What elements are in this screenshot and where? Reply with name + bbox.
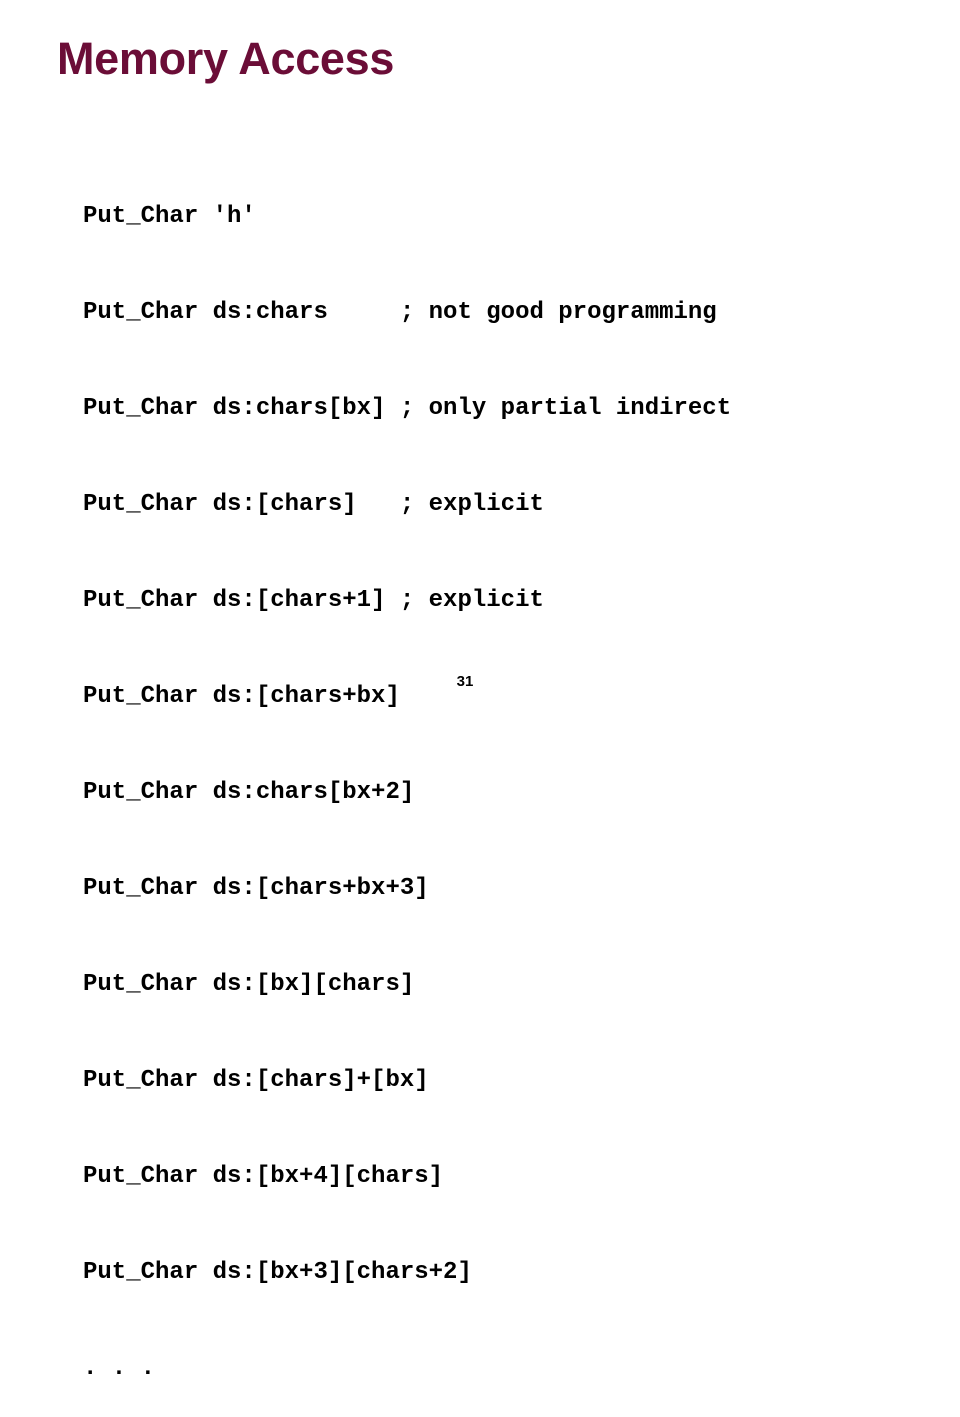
- code-line: Put_Char ds:[chars+bx+3]: [83, 875, 429, 902]
- page-number: 31: [456, 673, 474, 690]
- ellipsis-line: . . .: [83, 1355, 156, 1382]
- code-line: Put_Char ds:[chars] ; explicit: [83, 491, 544, 518]
- slide-title: Memory Access: [57, 33, 395, 84]
- code-line: Put_Char 'h': [83, 203, 256, 230]
- code-line: Put_Char ds:[bx+3][chars+2]: [83, 1259, 472, 1286]
- code-line: Put_Char ds:chars[bx] ; only partial ind…: [83, 395, 732, 422]
- code-line: Put_Char ds:[bx][chars]: [83, 971, 415, 998]
- code-line: Put_Char ds:[bx+4][chars]: [83, 1163, 444, 1190]
- code-line: Put_Char ds:[chars+1] ; explicit: [83, 587, 544, 614]
- code-line: Put_Char ds:chars ; not good programming: [83, 299, 717, 326]
- code-line: Put_Char ds:[chars+bx]: [83, 683, 400, 710]
- code-line: Put_Char ds:[chars]+[bx]: [83, 1067, 429, 1094]
- code-block: Put_Char 'h' Put_Char ds:chars ; not goo…: [83, 137, 731, 1417]
- code-line: Put_Char ds:chars[bx+2]: [83, 779, 415, 806]
